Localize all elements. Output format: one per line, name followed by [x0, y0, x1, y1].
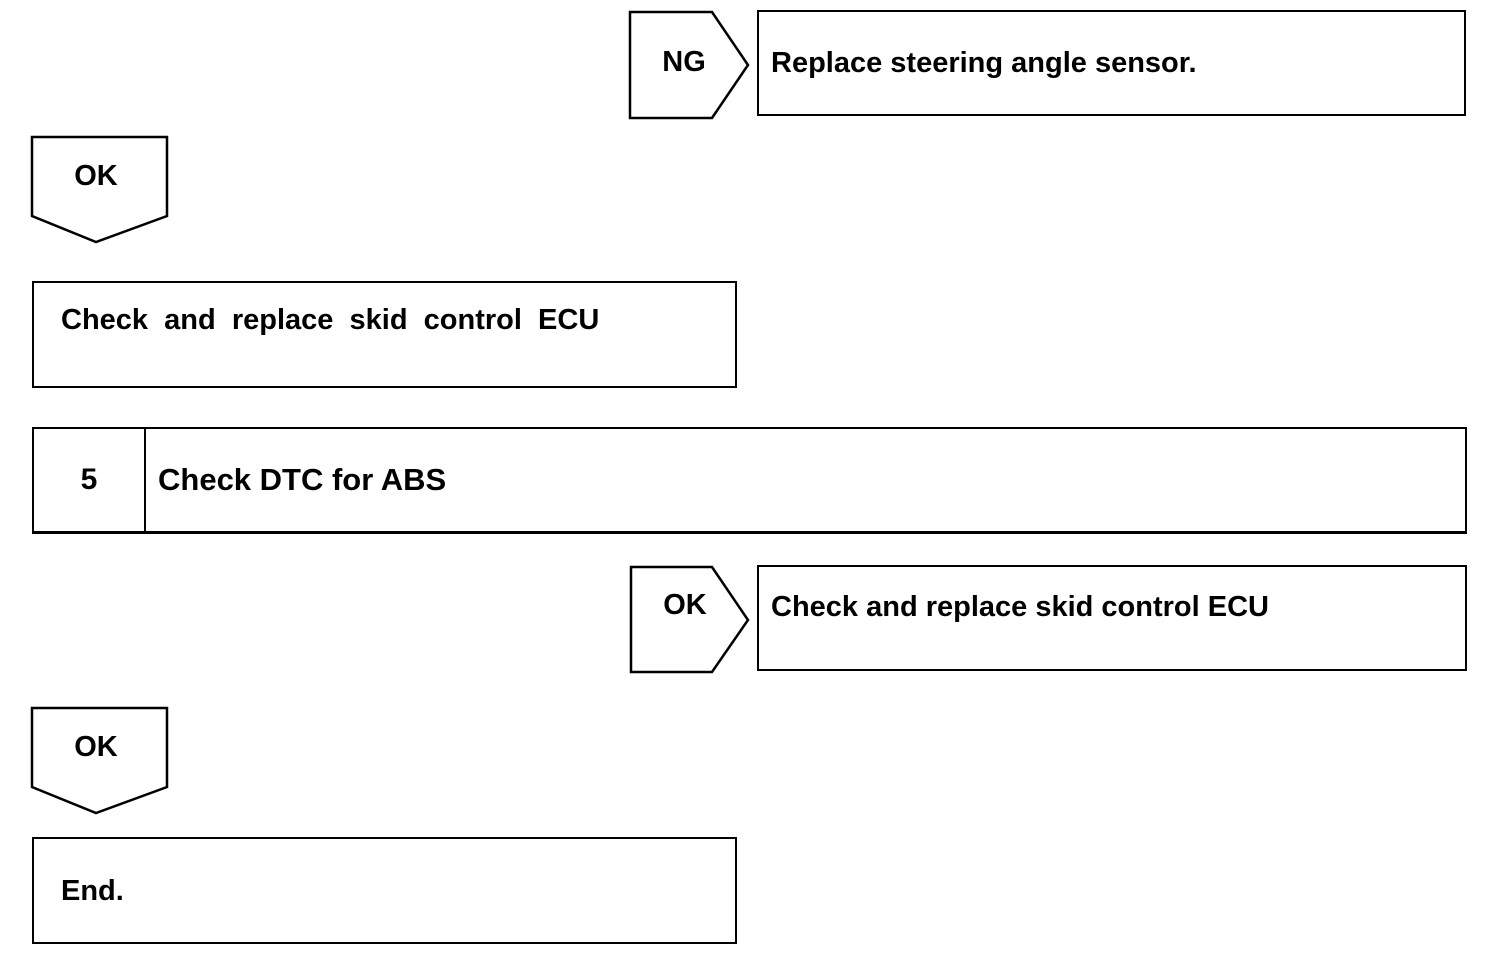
check-replace-ecu-box-2: Check and replace skid control ECU [757, 565, 1467, 671]
end-text: End. [61, 875, 124, 907]
check-replace-ecu-text-2: Check and replace skid control ECU [771, 591, 1269, 623]
ng-branch-label: NG [662, 46, 706, 78]
end-box: End. [32, 837, 737, 944]
step-5-row: 5 Check DTC for ABS [32, 427, 1467, 534]
check-replace-ecu-text-1: Check and replace skid control ECU [61, 304, 600, 336]
check-replace-ecu-box-1: Check and replace skid control ECU [32, 281, 737, 388]
replace-steering-sensor-box: Replace steering angle sensor. [757, 10, 1466, 116]
step-title: Check DTC for ABS [158, 462, 447, 497]
ok-branch-label-2: OK [663, 589, 707, 621]
ok-flow-label-1: OK [74, 160, 118, 192]
replace-steering-sensor-text: Replace steering angle sensor. [771, 47, 1197, 79]
step-number: 5 [34, 429, 146, 531]
ok-flow-label-3: OK [74, 731, 118, 763]
